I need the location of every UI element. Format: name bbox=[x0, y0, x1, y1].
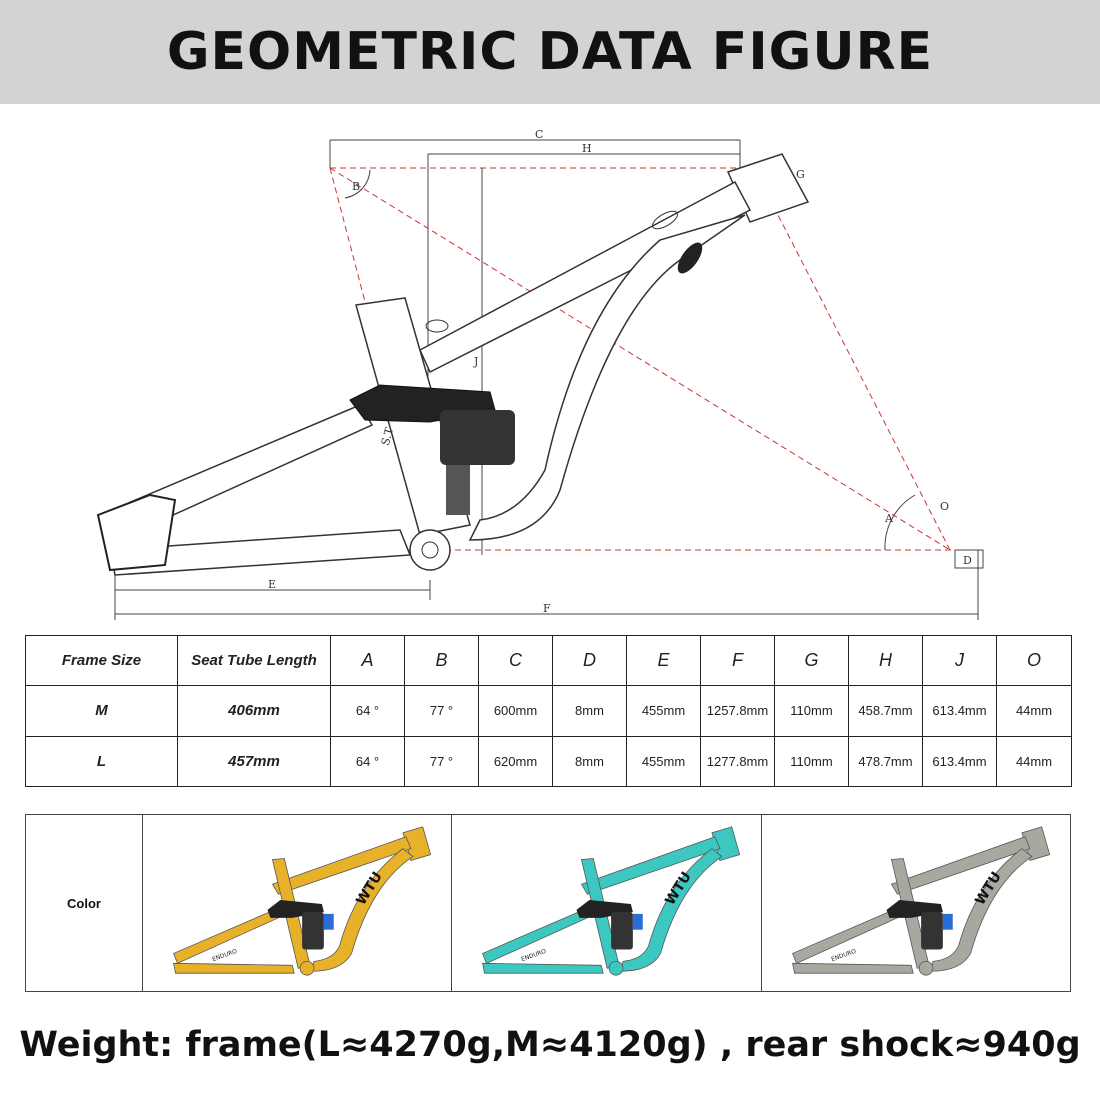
cell-j: 613.4mm bbox=[922, 685, 997, 737]
cell-g: 110mm bbox=[774, 685, 849, 737]
header-banner: GEOMETRIC DATA FIGURE bbox=[0, 0, 1100, 104]
cell-h: 458.7mm bbox=[848, 685, 923, 737]
dim-label-d: D bbox=[963, 554, 972, 567]
col-header-e: E bbox=[626, 634, 701, 687]
col-header-f: F bbox=[700, 634, 775, 687]
cell-b: 77 ° bbox=[404, 735, 479, 788]
cell-d: 8mm bbox=[552, 735, 627, 788]
col-header-seat-tube: Seat Tube Length bbox=[177, 634, 331, 687]
dim-label-c: C bbox=[535, 128, 543, 141]
cell-e: 455mm bbox=[626, 685, 701, 737]
cell-e: 455mm bbox=[626, 735, 701, 788]
frame-model-text: ENDURO bbox=[521, 948, 548, 964]
cell-g: 110mm bbox=[774, 735, 849, 788]
cell-frame-size: M bbox=[25, 685, 178, 737]
cell-seat-tube: 406mm bbox=[177, 685, 331, 737]
frame-geometry-drawing: C H J S.T A B D E F G O bbox=[96, 128, 984, 620]
geometry-diagram: C H J S.T A B D E F G O bbox=[0, 110, 1100, 628]
color-label-cell: Color bbox=[26, 815, 143, 991]
dim-label-j: J bbox=[473, 355, 478, 368]
table-row: L 457mm 64 ° 77 ° 620mm 8mm 455mm 1277.8… bbox=[25, 735, 1072, 788]
col-header-a: A bbox=[330, 634, 405, 687]
cell-a: 64 ° bbox=[330, 685, 405, 737]
weight-text: Weight: frame(L≈4270g,M≈4120g) , rear sh… bbox=[19, 1025, 1081, 1065]
dim-label-f: F bbox=[543, 602, 551, 615]
geometry-table: Frame Size Seat Tube Length A B C D E F … bbox=[25, 634, 1072, 788]
color-label: Color bbox=[67, 895, 101, 911]
page-title: GEOMETRIC DATA FIGURE bbox=[166, 22, 934, 82]
cell-f: 1277.8mm bbox=[700, 735, 775, 788]
col-header-h: H bbox=[848, 634, 923, 687]
cell-c: 620mm bbox=[478, 735, 553, 788]
cell-h: 478.7mm bbox=[848, 735, 923, 788]
cell-j: 613.4mm bbox=[922, 735, 997, 788]
cell-seat-tube: 457mm bbox=[177, 735, 331, 788]
cell-a: 64 ° bbox=[330, 735, 405, 788]
frame-model-text: ENDURO bbox=[211, 948, 238, 964]
cell-f: 1257.8mm bbox=[700, 685, 775, 737]
dim-label-st: S.T bbox=[379, 426, 396, 447]
dim-label-g: G bbox=[796, 168, 805, 181]
cell-frame-size: L bbox=[25, 735, 178, 788]
table-header-row: Frame Size Seat Tube Length A B C D E F … bbox=[25, 634, 1072, 687]
col-header-frame-size: Frame Size bbox=[25, 634, 178, 687]
cell-c: 600mm bbox=[478, 685, 553, 737]
col-header-c: C bbox=[478, 634, 553, 687]
dim-label-o: O bbox=[940, 500, 949, 513]
dim-label-a: A bbox=[884, 512, 894, 525]
col-header-g: G bbox=[774, 634, 849, 687]
frame-model-text: ENDURO bbox=[830, 948, 857, 964]
col-header-o: O bbox=[996, 634, 1072, 687]
col-header-b: B bbox=[404, 634, 479, 687]
col-header-j: J bbox=[922, 634, 997, 687]
cell-o: 44mm bbox=[996, 685, 1072, 737]
cell-o: 44mm bbox=[996, 735, 1072, 788]
dim-label-b: B bbox=[352, 180, 360, 193]
dim-label-h: H bbox=[582, 142, 592, 155]
weight-info: Weight: frame(L≈4270g,M≈4120g) , rear sh… bbox=[0, 1010, 1100, 1080]
cell-b: 77 ° bbox=[404, 685, 479, 737]
table-row: M 406mm 64 ° 77 ° 600mm 8mm 455mm 1257.8… bbox=[25, 685, 1072, 737]
dim-label-e: E bbox=[268, 578, 276, 591]
cell-d: 8mm bbox=[552, 685, 627, 737]
col-header-d: D bbox=[552, 634, 627, 687]
